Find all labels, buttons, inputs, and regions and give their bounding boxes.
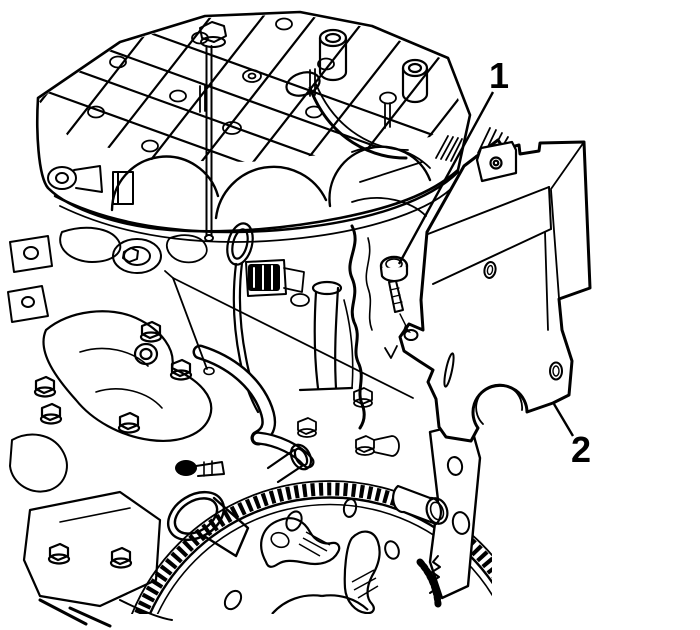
heater-hose [192, 344, 315, 469]
bellhousing-edge-2 [365, 237, 373, 331]
coil-connector [245, 259, 310, 307]
left-edge-parts [7, 235, 68, 493]
center-bracket [298, 280, 354, 392]
starter-teeth-arc [416, 558, 442, 608]
bolt-axis-arrow [403, 325, 411, 333]
hex-bolt [33, 375, 57, 398]
manifold-outline [36, 10, 472, 233]
hex-bolt [169, 358, 193, 381]
callout-2-label: 2 [571, 429, 591, 470]
shield-flange [544, 141, 585, 331]
hex-bolt [47, 542, 71, 565]
v-mark [384, 345, 398, 359]
hex-bolt [139, 320, 163, 343]
bellhousing-edge [348, 224, 366, 430]
hex-bolt [39, 402, 63, 425]
shield-fold-crease [427, 186, 552, 285]
water-pipe-stub [266, 443, 313, 484]
bolt-axis-line [399, 313, 408, 329]
callout-1: 1 [397, 55, 509, 265]
manifold-left-boss [47, 165, 134, 205]
engine-front [7, 127, 511, 628]
hex-bolt [297, 387, 400, 457]
flywheel-cutout [343, 530, 381, 614]
valve-cover-corner [351, 145, 431, 217]
callout-2-leader [552, 403, 575, 437]
pointer-line-right [172, 277, 414, 399]
water-crossover-flange [112, 238, 162, 274]
oil-pan-corner [22, 490, 173, 628]
callout-1-label: 1 [489, 55, 509, 96]
manifold-plenum-lobes [53, 145, 460, 243]
hex-bolt [117, 411, 141, 434]
callout-2: 2 [552, 403, 591, 470]
crank-sensor [175, 460, 225, 477]
exhaust-pipe-opening [167, 490, 250, 558]
flywheel-cutout [260, 517, 341, 568]
engine-block-right [391, 420, 482, 608]
callout-1-leader [397, 91, 495, 265]
hex-bolt [109, 546, 133, 569]
manifold-right-towers [285, 28, 429, 160]
shield-cutout-inner [475, 383, 523, 425]
flywheel-shield [398, 138, 592, 443]
manifold-top-bolt [199, 21, 227, 242]
shield-outline [398, 138, 592, 443]
pointer-line-left [172, 277, 208, 370]
shield-bolt [379, 255, 411, 333]
accessory-bracket [33, 310, 213, 442]
shield-top-bracket [475, 140, 518, 183]
shield-holes [403, 261, 563, 388]
flywheel-ring-gear [131, 480, 492, 614]
pointer-lines [164, 270, 414, 399]
